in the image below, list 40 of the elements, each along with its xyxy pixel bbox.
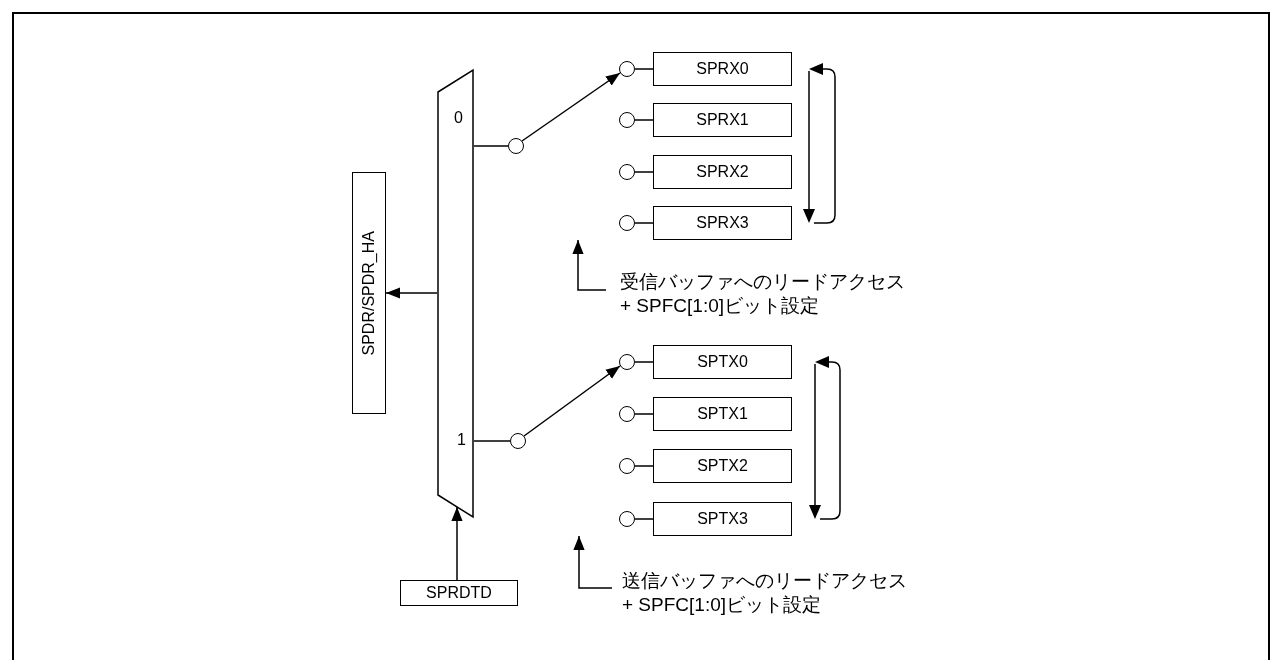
switch-contact	[619, 458, 635, 474]
connector-line	[473, 440, 511, 442]
connector-line	[634, 361, 654, 363]
register-box: SPRX0	[653, 52, 792, 86]
switch-contact	[619, 164, 635, 180]
note-text: 受信バッファへのリードアクセス + SPFC[1:0]ビット設定	[620, 270, 912, 318]
register-box: SPTX1	[653, 397, 792, 431]
note-text: 送信バッファへのリードアクセス + SPFC[1:0]ビット設定	[622, 569, 914, 617]
register-box: SPTX0	[653, 345, 792, 379]
leader-arrow	[572, 239, 607, 291]
connector-line	[634, 68, 654, 70]
connector-line	[634, 413, 654, 415]
switch-contact	[508, 138, 524, 154]
register-box: SPRX1	[653, 103, 792, 137]
input-label: 0	[454, 109, 463, 127]
register-box: SPRX3	[653, 206, 792, 240]
connector-line	[634, 171, 654, 173]
switch-contact	[510, 433, 526, 449]
switch-contact	[619, 511, 635, 527]
register-box: SPRX2	[653, 155, 792, 189]
register-box: SPTX2	[653, 449, 792, 483]
leader-arrow	[573, 535, 613, 589]
switch-contact	[619, 215, 635, 231]
connector-line	[634, 465, 654, 467]
switch-contact	[619, 406, 635, 422]
arrow	[385, 287, 438, 299]
connector-line	[473, 145, 509, 147]
arrow	[451, 506, 463, 581]
switch-contact	[619, 354, 635, 370]
register-box: SPTX3	[653, 502, 792, 536]
register-box: SPRDTD	[400, 580, 518, 606]
connector-line	[634, 119, 654, 121]
input-label: 1	[457, 431, 466, 449]
arrow	[523, 365, 621, 437]
connector-line	[634, 518, 654, 520]
connector-line	[634, 222, 654, 224]
switch-contact	[619, 61, 635, 77]
switch-contact	[619, 112, 635, 128]
arrow	[521, 72, 621, 142]
register-box: SPDR/SPDR_HA	[352, 172, 386, 414]
